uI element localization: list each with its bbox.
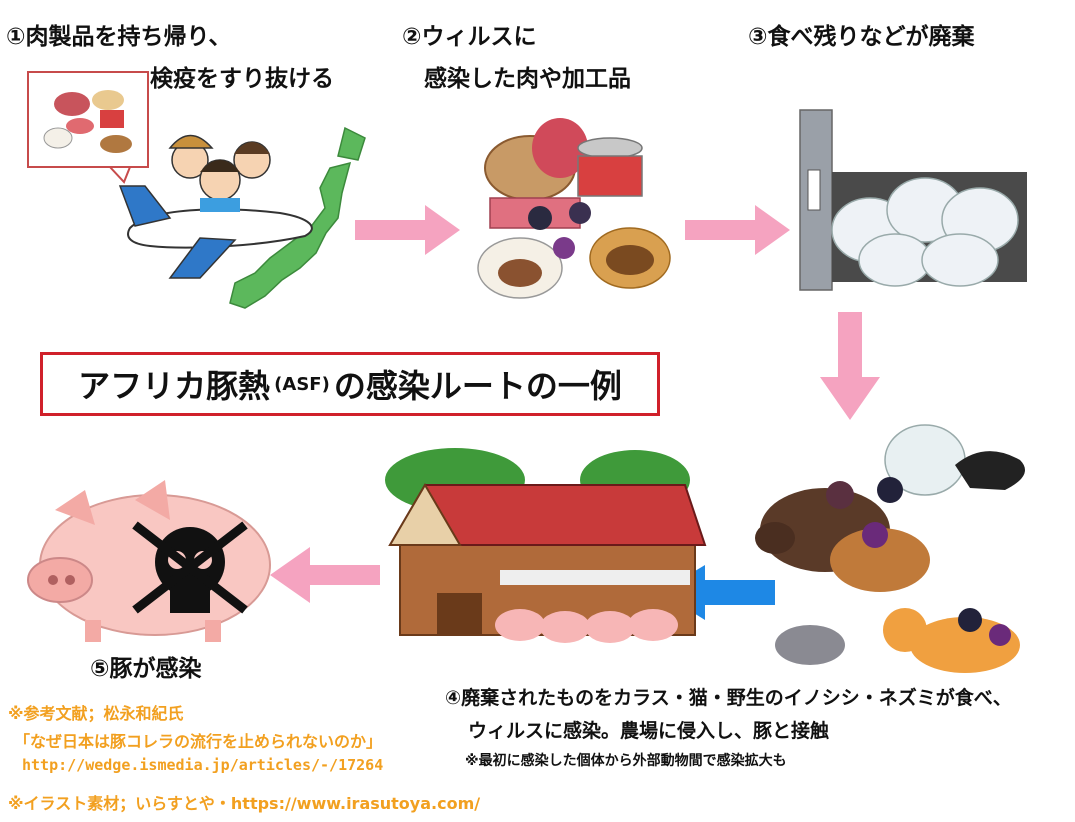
step4-label-line2: ウィルスに感染。農場に侵入し、豚と接触	[468, 720, 830, 742]
step5-label: ⑤豚が感染	[90, 656, 202, 682]
arrow-right-1	[355, 205, 460, 255]
reference-line4: ※イラスト素材；いらすとや・https://www.irasutoya.com/	[8, 794, 481, 813]
reference-line3: http://wedge.ismedia.jp/articles/-/17264	[22, 756, 384, 774]
step1-label-line2: 検疫をすり抜ける	[150, 66, 334, 92]
step4-note: ※最初に感染した個体から外部動物間で感染拡大も	[465, 753, 787, 769]
step1-label-line1: ①肉製品を持ち帰り、	[6, 24, 232, 50]
scavenger-animals-icon	[755, 424, 1025, 673]
infected-meat-products-icon	[477, 118, 671, 299]
arrow-left	[270, 547, 380, 603]
title-abbr: (ASF)	[274, 373, 330, 395]
infected-pig-skull-icon	[27, 480, 271, 642]
title-tail: の感染ルートの一例	[333, 367, 622, 405]
pig-farm-barn-icon	[385, 448, 707, 643]
arrow-down	[820, 312, 880, 420]
step3-label: ③食べ残りなどが廃棄	[748, 24, 975, 50]
garbage-bags-icon	[799, 109, 1027, 291]
step2-label-line2: 感染した肉や加工品	[424, 66, 631, 92]
step2-label-line1: ②ウィルスに	[402, 24, 537, 50]
reference-line2: 「なぜ日本は豚コレラの流行を止められないのか」	[14, 732, 383, 751]
airplane-travelers-japan-icon	[27, 71, 366, 309]
reference-line1: ※参考文献；松永和紀氏	[8, 704, 184, 723]
title-box: アフリカ豚熱 (ASF) の感染ルートの一例	[40, 352, 660, 416]
title-main: アフリカ豚熱	[78, 367, 271, 405]
step4-label-line1: ④廃棄されたものをカラス・猫・野生のイノシシ・ネズミが食べ、	[445, 687, 1012, 709]
arrow-right-2	[685, 205, 790, 255]
